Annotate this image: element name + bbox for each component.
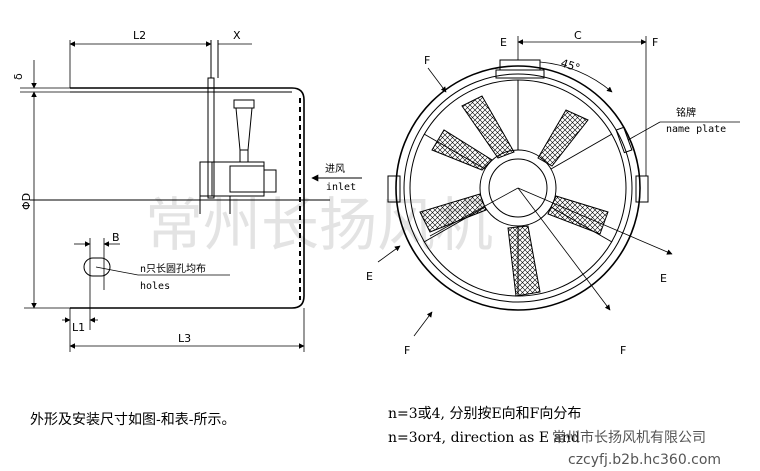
side-view: L2 X δ ΦD B n只长圆孔均布 holes L1 L3 进 <box>12 29 362 352</box>
front-E-left-label: E <box>366 270 373 283</box>
casing-outline <box>70 87 305 309</box>
inlet-en-label: inlet <box>326 182 356 193</box>
outer-ring <box>395 65 641 311</box>
inlet-cn-label: 进风 <box>325 163 345 175</box>
front-C-label: C <box>574 29 582 42</box>
caption-left: 外形及安装尺寸如图-和表-所示。 <box>30 412 235 428</box>
front-F-lower-right-label: F <box>620 344 626 357</box>
caption-right-en: n=3or4, direction as E and <box>388 430 580 446</box>
front-view: E C F 45° 铭牌 name plate F E F E F <box>366 29 740 357</box>
front-F-lower-left-label: F <box>404 344 410 357</box>
fan-blades <box>419 95 609 297</box>
watermark-company: 常州市长扬风机有限公司 <box>552 429 706 446</box>
nameplate-cn-label: 铭牌 <box>676 106 696 119</box>
front-E-right-label: E <box>660 272 667 285</box>
dim-delta-label: δ <box>12 73 25 80</box>
front-F-top-label: F <box>652 36 658 49</box>
dim-L2-label: L2 <box>133 29 146 42</box>
nameplate-en-label: name plate <box>666 124 726 135</box>
watermark-url: czcyfj.b2b.hc360.com <box>568 452 721 468</box>
dim-B-label: B <box>112 231 120 244</box>
dim-phiD-label: ΦD <box>20 193 33 210</box>
front-F-upper-left-label: F <box>424 54 430 67</box>
caption-right-cn: n=3或4, 分别按E向和F向分布 <box>388 406 581 422</box>
holes-cn-label: n只长圆孔均布 <box>140 263 206 275</box>
dim-L1-label: L1 <box>72 321 85 334</box>
front-E-top-label: E <box>500 36 507 49</box>
angle-label: 45° <box>559 56 582 74</box>
dim-X-label: X <box>233 29 241 42</box>
holes-en-label: holes <box>140 281 170 292</box>
dim-L3-label: L3 <box>178 332 191 345</box>
